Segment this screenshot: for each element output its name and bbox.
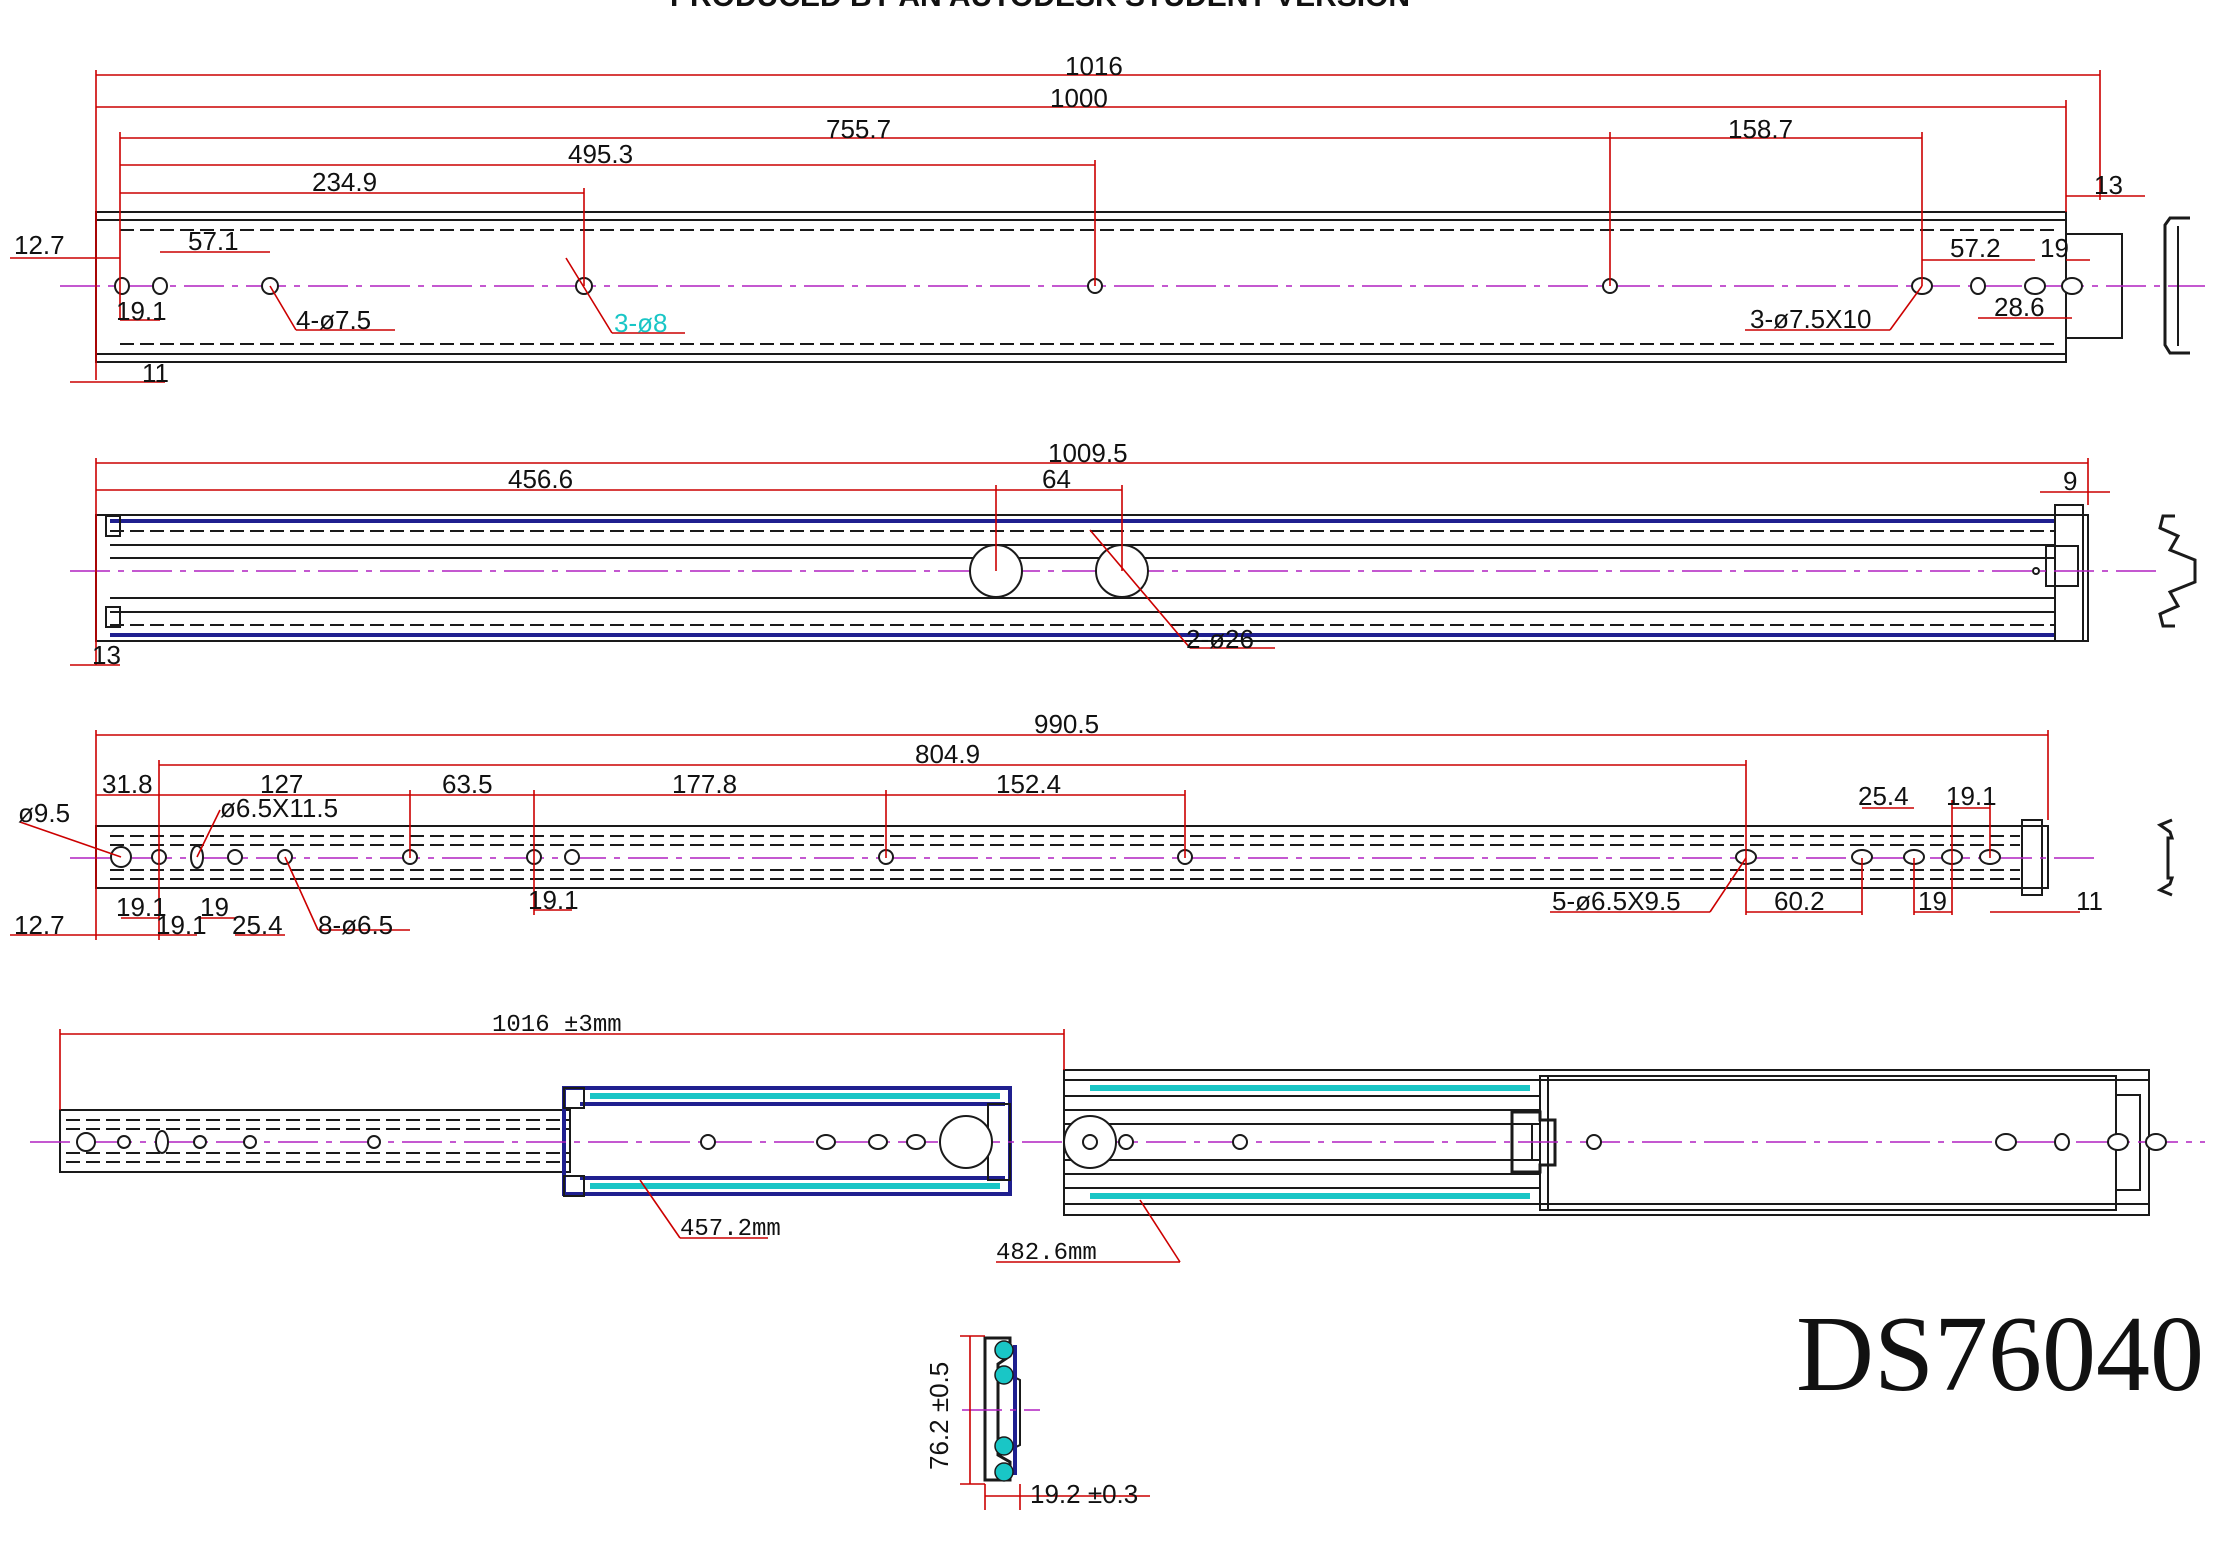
svg-text:9: 9 [2063, 466, 2077, 496]
svg-text:13: 13 [92, 640, 121, 670]
svg-text:4-ø7.5: 4-ø7.5 [296, 305, 371, 335]
middle-dimension-lines [70, 458, 2110, 666]
svg-text:57.2: 57.2 [1950, 233, 2001, 263]
assembly-dimension-lines [59, 1029, 1181, 1263]
svg-text:19: 19 [200, 892, 229, 922]
inner-member-view: 990.5 804.9 31.8 127 63.5 177.8 152.4 ø9… [10, 709, 2175, 940]
svg-text:63.5: 63.5 [442, 769, 493, 799]
svg-text:1016 ±3mm: 1016 ±3mm [492, 1012, 622, 1039]
inner-dimension-texts: 990.5 804.9 31.8 127 63.5 177.8 152.4 ø9… [14, 709, 2103, 940]
svg-text:1016: 1016 [1065, 51, 1123, 81]
svg-text:19.1: 19.1 [116, 892, 167, 922]
svg-text:457.2mm: 457.2mm [680, 1216, 781, 1243]
outer-profile [2163, 216, 2190, 355]
middle-member-body [95, 514, 2089, 642]
outer-dimension-texts: 1016 1000 755.7 495.3 234.9 158.7 13 12.… [14, 51, 2123, 388]
middle-dimension-texts: 1009.5 456.6 64 9 13 2-ø26 [92, 438, 2077, 670]
svg-text:19.1: 19.1 [528, 885, 579, 915]
svg-text:64: 64 [1042, 464, 1071, 494]
svg-text:158.7: 158.7 [1728, 114, 1793, 144]
outer-member-body [95, 211, 2067, 363]
svg-text:482.6mm: 482.6mm [996, 1240, 1097, 1267]
svg-text:2-ø26: 2-ø26 [1186, 624, 1254, 654]
inner-profile [2156, 818, 2175, 897]
svg-text:456.6: 456.6 [508, 464, 573, 494]
svg-text:28.6: 28.6 [1994, 292, 2045, 322]
svg-text:3-ø8: 3-ø8 [614, 308, 667, 338]
cross-section-view: 76.2 ±0.5 19.2 ±0.3 [924, 1335, 1150, 1510]
inner-dimension-lines [10, 730, 2080, 940]
svg-text:19.1: 19.1 [116, 296, 167, 326]
svg-text:3-ø7.5X10: 3-ø7.5X10 [1750, 304, 1871, 334]
svg-text:177.8: 177.8 [672, 769, 737, 799]
svg-text:19.1: 19.1 [1946, 781, 1997, 811]
outer-dimension-lines [10, 70, 2145, 383]
svg-text:1009.5: 1009.5 [1048, 438, 1128, 468]
middle-member-view: 1009.5 456.6 64 9 13 2-ø26 [70, 438, 2197, 670]
section-height-dimension: 76.2 ±0.5 [924, 1362, 954, 1470]
svg-text:25.4: 25.4 [1858, 781, 1909, 811]
svg-text:19: 19 [2040, 233, 2069, 263]
svg-text:804.9: 804.9 [915, 739, 980, 769]
svg-text:19: 19 [1918, 886, 1947, 916]
svg-text:19.1: 19.1 [156, 910, 207, 940]
svg-text:12.7: 12.7 [14, 910, 65, 940]
svg-text:990.5: 990.5 [1034, 709, 1099, 739]
middle-profile [2158, 514, 2197, 628]
assembly-holes [76, 1115, 2167, 1169]
assembly-inner [59, 1109, 571, 1173]
section-dimension-lines [960, 1335, 1150, 1510]
svg-text:57.1: 57.1 [188, 226, 239, 256]
svg-text:234.9: 234.9 [312, 167, 377, 197]
svg-text:11: 11 [142, 358, 169, 388]
student-version-header: PRODUCED BY AN AUTODESK STUDENT VERSION [670, 0, 1410, 13]
svg-text:1000: 1000 [1050, 83, 1108, 113]
svg-text:5-ø6.5X9.5: 5-ø6.5X9.5 [1552, 886, 1681, 916]
svg-text:60.2: 60.2 [1774, 886, 1825, 916]
svg-text:127: 127 [260, 769, 303, 799]
assembly-latch [1510, 1110, 1557, 1174]
inner-holes [110, 845, 2001, 869]
assembly-dimension-texts: 1016 ±3mm 457.2mm 482.6mm [492, 1012, 1097, 1267]
svg-text:25.4: 25.4 [232, 910, 283, 940]
svg-text:755.7: 755.7 [826, 114, 891, 144]
svg-text:8-ø6.5: 8-ø6.5 [318, 910, 393, 940]
svg-text:12.7: 12.7 [14, 230, 65, 260]
section-width-dimension: 19.2 ±0.3 [1030, 1479, 1138, 1509]
svg-text:ø6.5X11.5: ø6.5X11.5 [220, 793, 338, 823]
svg-text:495.3: 495.3 [568, 139, 633, 169]
svg-text:152.4: 152.4 [996, 769, 1061, 799]
svg-text:31.8: 31.8 [102, 769, 153, 799]
model-number: DS76040 [1796, 1295, 2204, 1414]
svg-text:11: 11 [2076, 886, 2103, 916]
svg-text:ø9.5: ø9.5 [18, 798, 70, 828]
svg-text:13: 13 [2094, 170, 2123, 200]
assembly-view: 1016 ±3mm 457.2mm 482.6mm [30, 1012, 2205, 1267]
outer-member-view: 1016 1000 755.7 495.3 234.9 158.7 13 12.… [10, 51, 2205, 388]
